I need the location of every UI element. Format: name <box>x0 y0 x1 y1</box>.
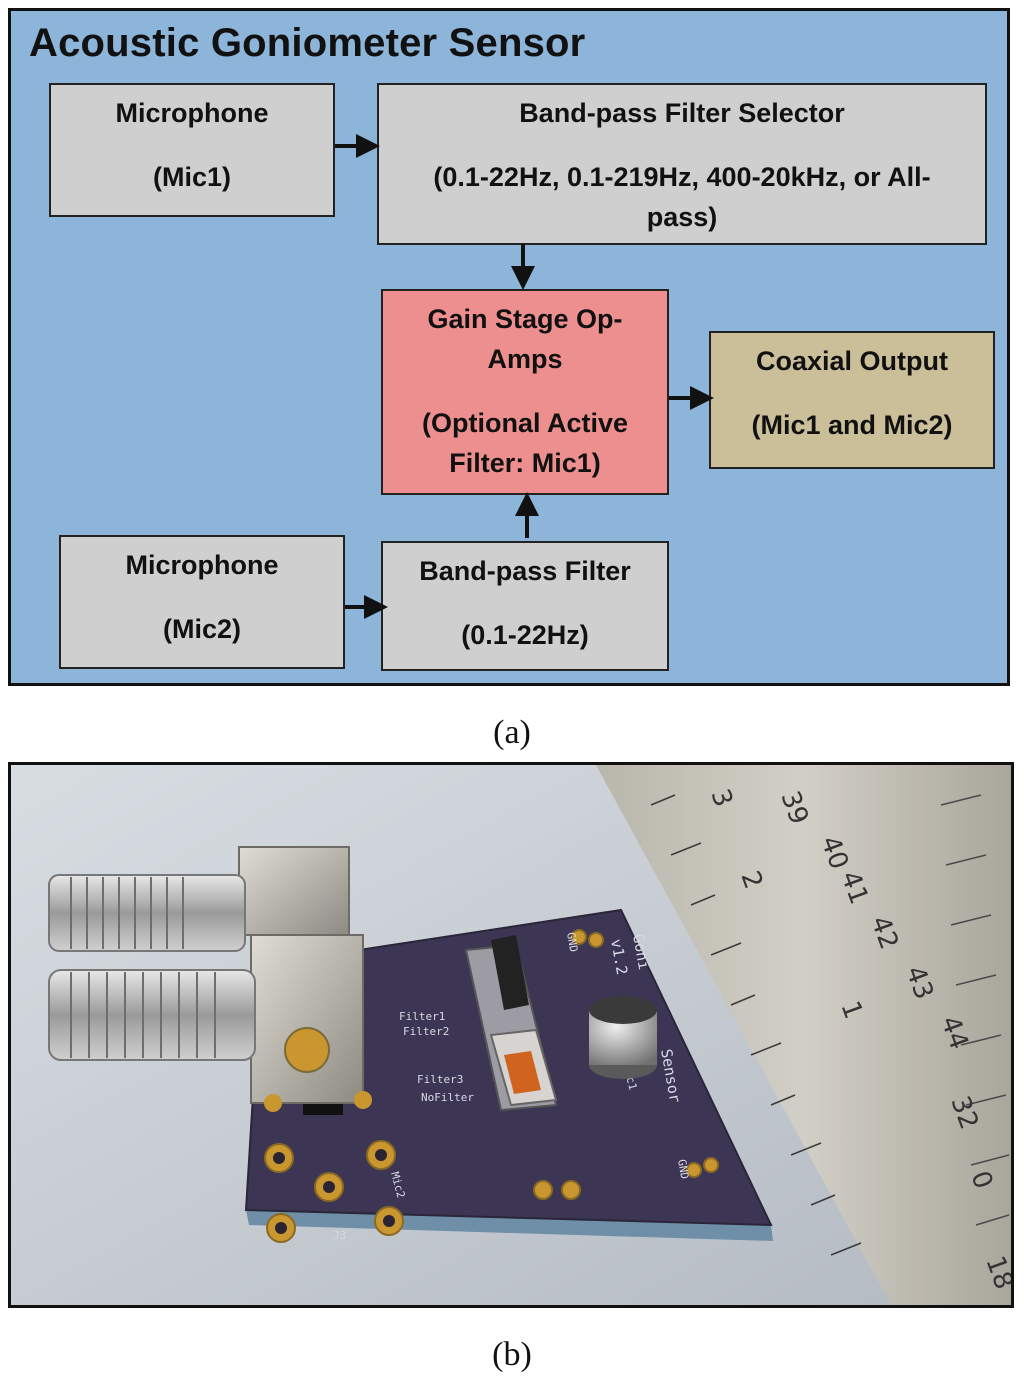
mic1-box: Microphone (Mic1) <box>49 83 335 217</box>
bandpass-filter-label: Band-pass Filter <box>419 556 631 586</box>
coax-connector-top <box>48 846 350 952</box>
sensor-photo: 3 39 40 2 41 42 43 1 44 32 0 18 <box>8 762 1014 1308</box>
board-label-2: Filter3 <box>417 1073 463 1086</box>
bandpass-filter-range: (0.1-22Hz) <box>461 620 589 650</box>
pad-gnd-1 <box>686 1162 702 1178</box>
filter-selector-label: Band-pass Filter Selector <box>519 98 845 128</box>
pcb-board: Filter1 Filter2 Filter3 NoFilter J2 J3 M… <box>244 908 773 1243</box>
mic2-sublabel: (Mic2) <box>162 614 241 644</box>
mic2-label: Microphone <box>125 550 279 580</box>
block-diagram: Acoustic Goniometer Sensor Microphone (M… <box>8 8 1010 686</box>
pad-mic2-2 <box>561 1180 581 1200</box>
coaxial-output-label: Coaxial Output <box>755 346 948 376</box>
slide-switch <box>464 935 558 1112</box>
coaxial-output-sublabel: (Mic1 and Mic2) <box>751 410 953 440</box>
bandpass-filter-box: Band-pass Filter (0.1-22Hz) <box>381 541 669 671</box>
caption-a: (a) <box>493 714 531 751</box>
board-label-1: Filter2 <box>403 1025 449 1038</box>
metal-ruler: 3 39 40 2 41 42 43 1 44 32 0 18 <box>596 765 1011 1305</box>
board-label-9: GND <box>564 931 580 953</box>
arrows <box>335 134 714 619</box>
board-label-11: v1.2 <box>607 938 631 977</box>
board-label-5: J3 <box>333 1229 346 1242</box>
board-label-0: Filter1 <box>399 1010 445 1023</box>
coax-connector-bottom <box>48 934 372 1112</box>
gain-stage-label: Gain Stage Op-Amps <box>427 304 623 374</box>
gain-stage-sublabel: (Optional Active Filter: Mic1) <box>421 408 629 478</box>
board-label-8: GND <box>675 1158 691 1180</box>
mic1-label: Microphone <box>115 98 269 128</box>
caption-b: (b) <box>492 1336 532 1373</box>
board-label-10: Goni <box>629 933 653 972</box>
pad-mic2-1 <box>533 1180 553 1200</box>
filter-selector-box: Band-pass Filter Selector (0.1-22Hz, 0.1… <box>377 83 987 245</box>
pad-gnd-2 <box>703 1157 719 1173</box>
pad-gnd-4 <box>588 932 604 948</box>
microphone-capsule <box>589 996 657 1079</box>
filter-selector-options: (0.1-22Hz, 0.1-219Hz, 400-20kHz, or All-… <box>433 162 931 232</box>
board-label-3: NoFilter <box>421 1091 474 1104</box>
diagram-title: Acoustic Goniometer Sensor <box>29 21 586 65</box>
mic2-box: Microphone (Mic2) <box>59 535 345 669</box>
mic1-sublabel: (Mic1) <box>152 162 231 192</box>
coaxial-output-box: Coaxial Output (Mic1 and Mic2) <box>709 331 995 469</box>
pad-gnd-3 <box>571 929 587 945</box>
